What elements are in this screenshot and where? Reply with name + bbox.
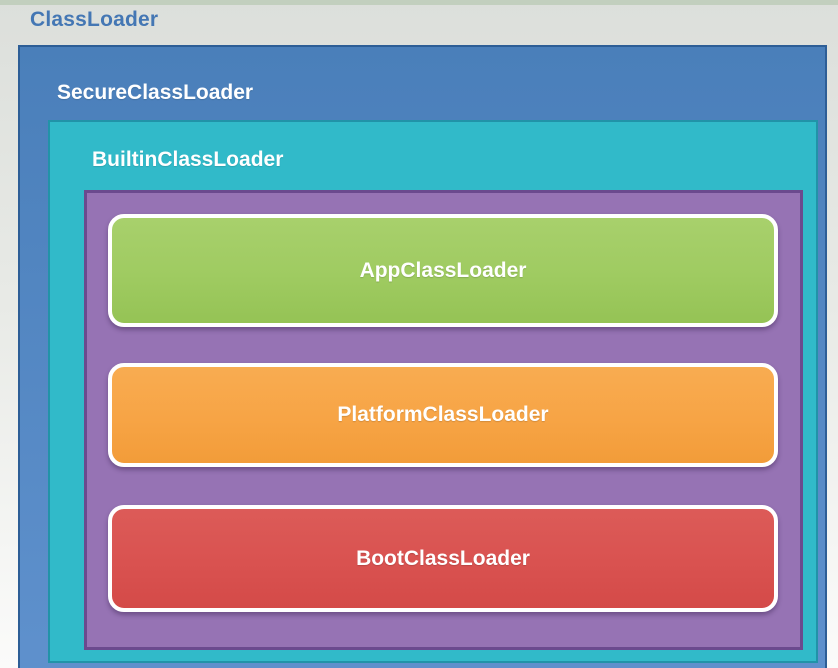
boot-classloader-box: BootClassLoader <box>108 505 778 612</box>
builtin-classloader-label: BuiltinClassLoader <box>92 148 284 171</box>
app-classloader-box: AppClassLoader <box>108 214 778 327</box>
builtin-classloader-box: BuiltinClassLoader AppClassLoader Platfo… <box>48 120 818 663</box>
platform-classloader-label: PlatformClassLoader <box>337 403 549 426</box>
classloader-title-label: ClassLoader <box>30 8 159 31</box>
boot-classloader-label: BootClassLoader <box>356 546 530 570</box>
app-classloader-label: AppClassLoader <box>359 258 527 282</box>
loader-group-box: AppClassLoader PlatformClassLoader BootC… <box>84 190 803 650</box>
platform-classloader-box: PlatformClassLoader <box>108 363 778 467</box>
secure-classloader-box: SecureClassLoader BuiltinClassLoader App… <box>18 45 827 668</box>
secure-classloader-label: SecureClassLoader <box>57 81 254 104</box>
top-edge-strip <box>0 0 838 5</box>
